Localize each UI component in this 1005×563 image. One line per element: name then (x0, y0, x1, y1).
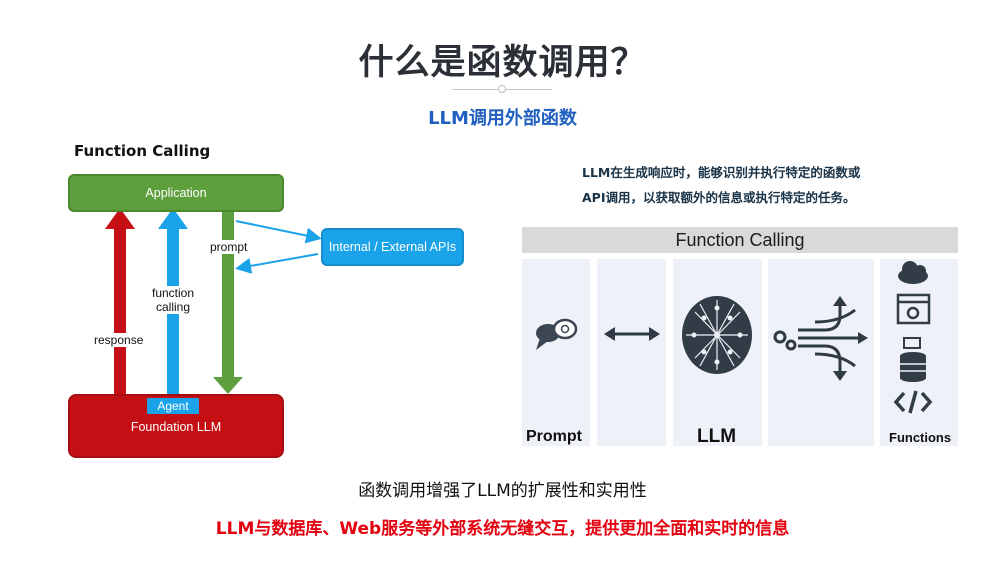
divider-dot (498, 85, 506, 93)
double-arrow-icon (604, 327, 660, 341)
chat-bubbles-icon (536, 318, 578, 350)
left-diagram-heading: Function Calling (74, 142, 211, 160)
function-calling-label-line2: calling (155, 300, 191, 314)
code-icon (893, 390, 933, 414)
application-box: Application (68, 174, 284, 212)
right-description-line2: API调用，以获取额外的信息或执行特定的任务。 (582, 190, 856, 205)
summary-line: 函数调用增强了LLM的扩展性和实用性 (358, 481, 647, 501)
api-response-arrow (235, 253, 319, 274)
highlight-line: LLM与数据库、Web服务等外部系统无缝交互，提供更加全面和实时的信息 (215, 519, 790, 539)
api-box: Internal / External APIs (321, 228, 464, 266)
brain-network-icon (682, 296, 752, 374)
prompt-label: prompt (208, 240, 250, 254)
page-subtitle: LLM调用外部函数 (428, 108, 577, 129)
functions-panel-label: Functions (889, 430, 952, 445)
right-description-line1: LLM在生成响应时，能够识别并执行特定的函数或 (582, 165, 861, 180)
prompt-panel (522, 259, 590, 446)
routing-arrowheads-icon (833, 296, 868, 381)
api-request-arrow (235, 220, 322, 244)
prompt-panel-label: Prompt (526, 428, 582, 445)
connector-panel (597, 259, 666, 446)
llm-panel-label: LLM (697, 426, 737, 447)
page-title: 什么是函数调用？ (358, 43, 647, 83)
cloud-icon (898, 261, 928, 284)
response-label: response (93, 333, 145, 347)
agent-tag: Agent (147, 398, 199, 414)
function-calling-band: Function Calling (522, 227, 958, 253)
right-description: LLM在生成响应时，能够识别并执行特定的函数或 API调用，以获取额外的信息或执… (582, 160, 860, 210)
response-arrow (105, 208, 135, 394)
settings-window-icon (896, 293, 931, 325)
function-calling-label-line1: function (151, 286, 195, 300)
function-calling-label: function calling (146, 286, 200, 314)
routing-panel (768, 259, 874, 446)
routing-arrows-icon (773, 305, 860, 372)
database-icon (900, 337, 926, 382)
